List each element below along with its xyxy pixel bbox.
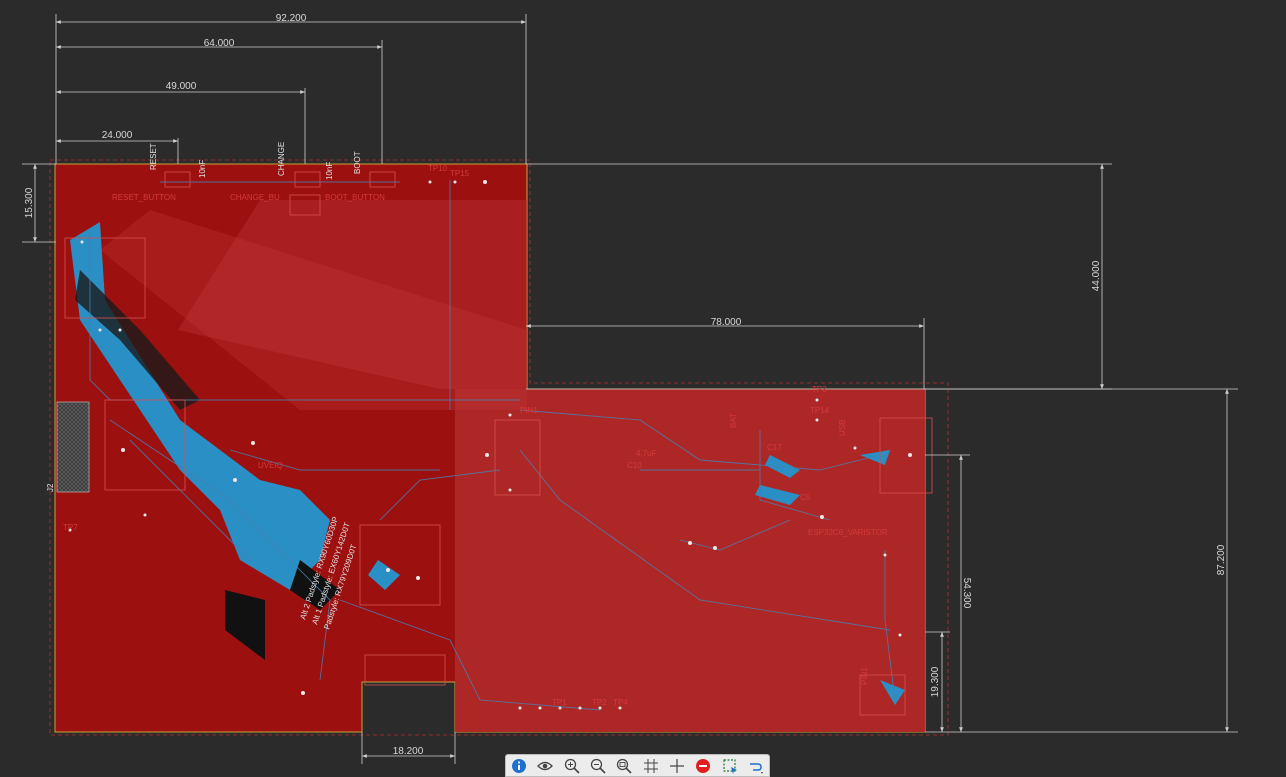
grid-icon [643,758,658,773]
silk-c5: C5 [800,493,811,502]
silk-tp2: TP2 [592,698,607,707]
view-toolbar [505,754,770,777]
silk-pin1-a: PIN1 [520,406,538,415]
dim-right-bottom: 19.300 [930,666,941,697]
silk-tp3: TP3 [812,385,827,394]
route-button[interactable] [745,756,767,776]
dim-right-total: 87.200 [1216,544,1227,575]
silk-uveiq: UVEIQ [258,461,283,470]
zoom-fit-icon [617,758,632,774]
component-outlines [64,171,933,716]
silk-boot: BOOT [353,151,362,174]
silk-cap-1: 10nF [198,160,207,178]
dim-bottom: 18.200 [393,746,424,757]
silk-tp4: TP4 [613,698,628,707]
silk-tp1: TP1 [552,698,567,707]
dim-right-upper: 44.000 [1091,260,1102,291]
visibility-button[interactable] [534,756,556,776]
select-button[interactable] [719,756,741,776]
dim-top-total: 92.200 [276,13,307,24]
connector-j2[interactable] [56,401,90,493]
dimension-lines [22,14,1238,764]
silk-change: CHANGE [277,142,286,176]
silk-bat: BAT [729,413,738,428]
silk-c17: C17 [767,443,782,452]
silk-cap-2: 10nF [325,162,334,180]
zoom-in-button[interactable] [561,756,583,776]
silk-tp15: TP15 [450,169,470,178]
silk-usb: USB [838,420,847,436]
zoom-in-icon [564,758,580,774]
silk-pin1-b: PIN1 [860,667,869,685]
silk-j2: J2 [46,483,55,492]
dim-right-mid: 54.300 [961,578,972,609]
dim-middle: 78.000 [711,317,742,328]
zoom-out-icon [590,758,606,774]
silk-tp14: TP14 [810,406,830,415]
dim-top-2: 64.000 [204,38,235,49]
zoom-out-button[interactable] [587,756,609,776]
stop-button[interactable] [692,756,714,776]
select-icon [722,758,737,774]
silk-change-button: CHANGE_BU [230,193,280,202]
silk-4u7: 4.7uF [636,449,657,458]
crosshair-button[interactable] [666,756,688,776]
silk-tp10: TP10 [428,164,448,173]
dim-left: 15.300 [24,187,35,218]
silk-reset: RESET [149,143,158,170]
dimension-labels: 92.200 64.000 49.000 24.000 15.300 44.00… [24,13,1227,757]
vias [68,180,912,710]
silk-boot-button: BOOT_BUTTON [325,193,385,202]
info-button[interactable] [508,756,530,776]
crosshair-icon [669,758,684,773]
silk-c10: C10 [627,461,642,470]
stop-icon [696,758,711,773]
zoom-fit-button[interactable] [613,756,635,776]
silk-reset-button: RESET_BUTTON [112,193,176,202]
eye-icon [537,761,554,770]
board-outline [49,159,949,736]
grid-button[interactable] [640,756,662,776]
info-icon [512,758,527,773]
silk-varistor: ESP32C6_VARISTOR [808,528,888,537]
silk-tp7: TP7 [63,523,78,532]
dim-top-4: 24.000 [102,130,133,141]
dim-top-3: 49.000 [166,81,197,92]
route-icon [749,762,763,774]
